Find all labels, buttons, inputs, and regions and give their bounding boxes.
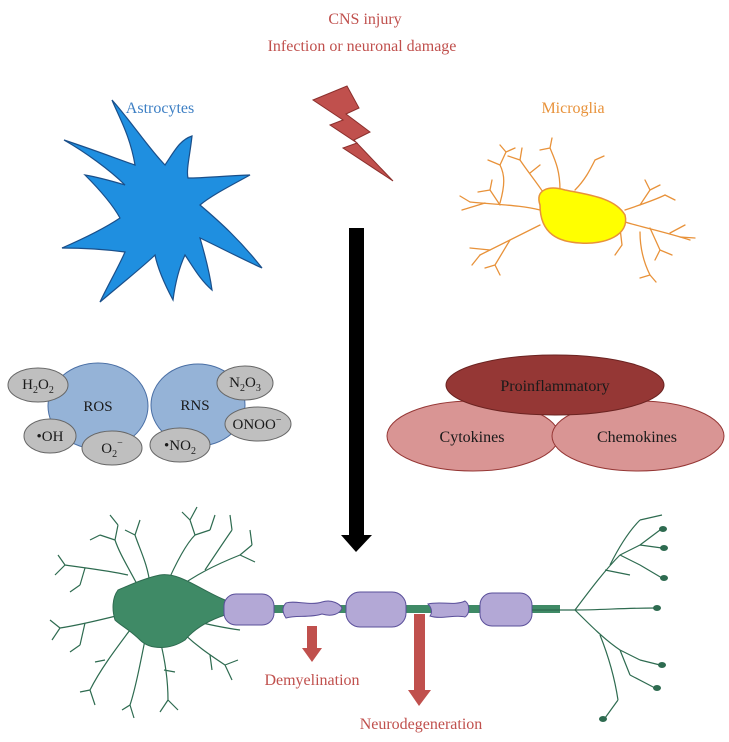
microglia-branches [459, 137, 696, 283]
h2o2-ellipse [7, 367, 69, 403]
subtitle-infection: Infection or neuronal damage [268, 38, 457, 55]
proinflammatory-ellipse [445, 354, 665, 416]
title-cns-injury: CNS injury [328, 11, 401, 28]
axon-terminals [532, 514, 663, 719]
synaptic-terminals [599, 526, 668, 722]
o2-ellipse [81, 430, 143, 466]
myelin-sheath-3 [479, 592, 533, 627]
o2-label: O2− [101, 438, 123, 460]
onoo-label: ONOO− [233, 415, 282, 433]
neuron-soma [112, 574, 226, 648]
onoo-ellipse [224, 406, 292, 442]
microglia-body [538, 187, 627, 244]
demyelination-arrow-head [302, 648, 322, 662]
myelin-sheath-damaged-2 [427, 600, 470, 618]
neurodegeneration-arrow-head [408, 690, 431, 706]
cytokines-label: Cytokines [440, 429, 505, 446]
no2-ellipse [149, 427, 211, 463]
ros-label: ROS [83, 399, 112, 415]
myelin-sheath-2 [345, 591, 407, 628]
demyelination-label: Demyelination [264, 672, 359, 689]
neuron-dendrites [49, 506, 256, 719]
chemokines-label: Chemokines [597, 429, 677, 446]
astrocytes-label: Astrocytes [126, 100, 194, 117]
neurodegeneration-label: Neurodegeneration [360, 716, 483, 733]
n2o3-ellipse [216, 365, 274, 401]
oh-label: •OH [37, 429, 64, 445]
astrocyte-cell [61, 99, 263, 303]
microglia-label: Microglia [541, 100, 604, 117]
down-arrow-shaft [349, 228, 364, 536]
h2o2-label: H2O2 [22, 377, 54, 396]
demyelination-arrow-shaft [307, 626, 317, 650]
myelin-sheath-1 [223, 593, 275, 626]
down-arrow-head [341, 535, 372, 552]
neurodegeneration-arrow-shaft [414, 614, 425, 692]
rns-label: RNS [180, 398, 209, 414]
myelin-sheath-damaged-1 [282, 600, 343, 619]
n2o3-label: N2O3 [229, 375, 261, 394]
oh-ellipse [23, 418, 77, 454]
lightning-icon [311, 85, 394, 182]
no2-label: •NO2 [164, 438, 196, 457]
proinflammatory-label: Proinflammatory [500, 378, 609, 395]
